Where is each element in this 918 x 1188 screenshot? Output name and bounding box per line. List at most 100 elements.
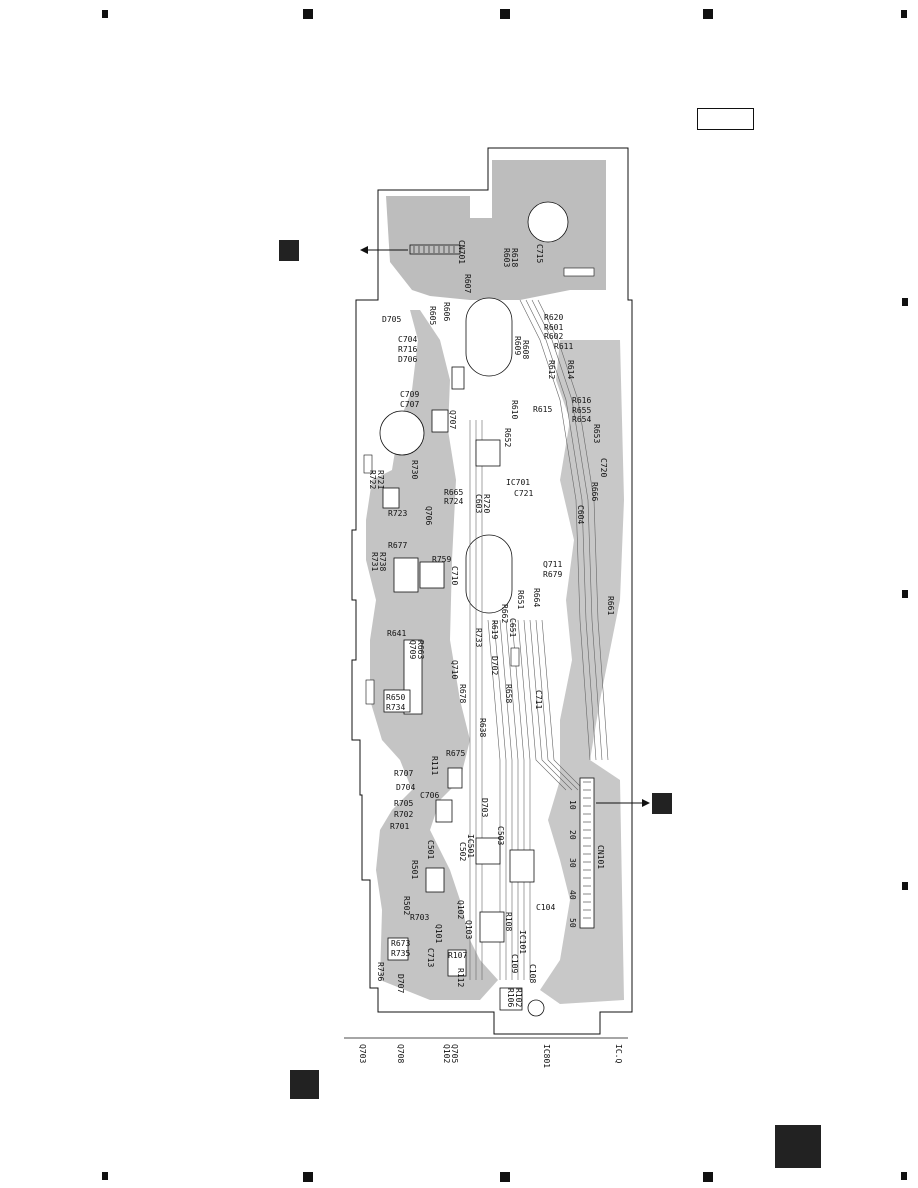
component-label: D705 [382, 315, 401, 324]
component-label: R606 [442, 302, 451, 321]
component-label: C713 [426, 948, 435, 967]
bottom-ref-label: Q708 [396, 1044, 405, 1063]
component-label: C715 [535, 244, 544, 263]
component-label: R502 [402, 896, 411, 915]
cn101-pin-label: 20 [568, 830, 577, 840]
registration-mark-icon [500, 9, 510, 19]
component-label: C704 [398, 335, 417, 344]
ic701-body [475, 439, 501, 467]
component-label: R677 [388, 541, 407, 550]
component-label: R702 [394, 810, 413, 819]
component-label: C707 [400, 400, 419, 409]
component-label: R603 [502, 248, 511, 267]
q704-box [425, 867, 445, 893]
component-label: R112 [456, 968, 465, 987]
registration-mark-icon [303, 9, 313, 19]
ic101-body [479, 911, 505, 943]
registration-mark-icon [901, 1172, 907, 1180]
cn101-pin-label: 10 [568, 800, 577, 810]
component-label: C109 [510, 954, 519, 973]
component-label: R730 [410, 460, 419, 479]
component-label: R736 [376, 962, 385, 981]
component-label: R733 [474, 628, 483, 647]
component-label: R658 [504, 684, 513, 703]
component-label: R652 [503, 428, 512, 447]
copper-right [540, 340, 624, 1004]
component-label: C706 [420, 791, 439, 800]
component-label: R654 [572, 415, 591, 424]
trace-bundle [469, 299, 609, 980]
pad [563, 267, 595, 277]
registration-mark-icon [102, 10, 108, 18]
component-label: R108 [504, 912, 513, 931]
component-label: R662 [500, 604, 509, 623]
component-label: R611 [554, 342, 573, 351]
component-label: C651 [508, 618, 517, 637]
component-label: D704 [396, 783, 415, 792]
cn101-label: CN101 [596, 845, 605, 869]
component-label: R615 [533, 405, 552, 414]
component-label: C711 [534, 690, 543, 709]
component-label: R607 [463, 274, 472, 293]
component-label: D703 [480, 798, 489, 817]
component-label: R720 [482, 494, 491, 513]
component-label: R650 [386, 693, 405, 702]
cn701-label: CN701 [457, 240, 466, 264]
component-label: R723 [388, 509, 407, 518]
bottom-reference-labels: Q703 Q708 Q102 Q705 IC801 IC.Q [358, 1044, 623, 1068]
component-label: R106 [506, 988, 515, 1007]
component-label: R107 [448, 951, 467, 960]
slot-hole-upper [465, 297, 513, 377]
r734-c711-box [383, 689, 411, 713]
component-label: R661 [606, 596, 615, 615]
registration-mark-icon [102, 1172, 108, 1180]
component-label: R111 [430, 756, 439, 775]
registration-mark-icon [902, 882, 908, 890]
component-label: Q711 [543, 560, 562, 569]
component-label: R663 [416, 640, 425, 659]
component-label: C709 [400, 390, 419, 399]
component-label: R738 [378, 552, 387, 571]
component-label: R673 [391, 939, 410, 948]
component-label: Q706 [424, 506, 433, 525]
registration-mark-icon [902, 590, 908, 598]
connector-right [579, 777, 595, 929]
component-label: D702 [490, 656, 499, 675]
transistor-box [419, 561, 445, 589]
component-label: C604 [576, 505, 585, 524]
component-label: Q707 [448, 410, 457, 429]
arrow-left-icon [360, 246, 368, 254]
slot-hole-lower [465, 534, 513, 614]
cn101-pin-label: 50 [568, 918, 577, 928]
component-label: R664 [532, 588, 541, 607]
component-label: R678 [458, 684, 467, 703]
component-label: C720 [599, 458, 608, 477]
q702-box [435, 799, 453, 823]
bottom-ref-label: Q102 [442, 1044, 451, 1063]
component-label: R721 [376, 470, 385, 489]
component-label: R102 [514, 988, 523, 1007]
component-label: R735 [391, 949, 410, 958]
cn101-pin-label: 40 [568, 890, 577, 900]
r735-r736-box [387, 937, 409, 961]
capacitor-circle [379, 410, 425, 456]
component-label: R722 [368, 470, 377, 489]
component-label: Q103 [464, 920, 473, 939]
component-label: R665 [444, 488, 463, 497]
registration-mark-icon [703, 1172, 713, 1182]
section-marker [290, 1070, 319, 1099]
component-label: IC701 [506, 478, 530, 487]
registration-mark-icon [901, 10, 907, 18]
bottom-ref-label: IC.Q [614, 1044, 623, 1063]
copper-top [386, 160, 606, 300]
component-label: C710 [450, 566, 459, 585]
component-label: R501 [410, 860, 419, 879]
transistor-box [382, 487, 400, 509]
component-label: R620 [544, 313, 563, 322]
component-label: R666 [590, 482, 599, 501]
transistor-box [393, 557, 419, 593]
component-label: R618 [510, 248, 519, 267]
connector-top [409, 244, 461, 255]
component-label: C503 [496, 826, 505, 845]
